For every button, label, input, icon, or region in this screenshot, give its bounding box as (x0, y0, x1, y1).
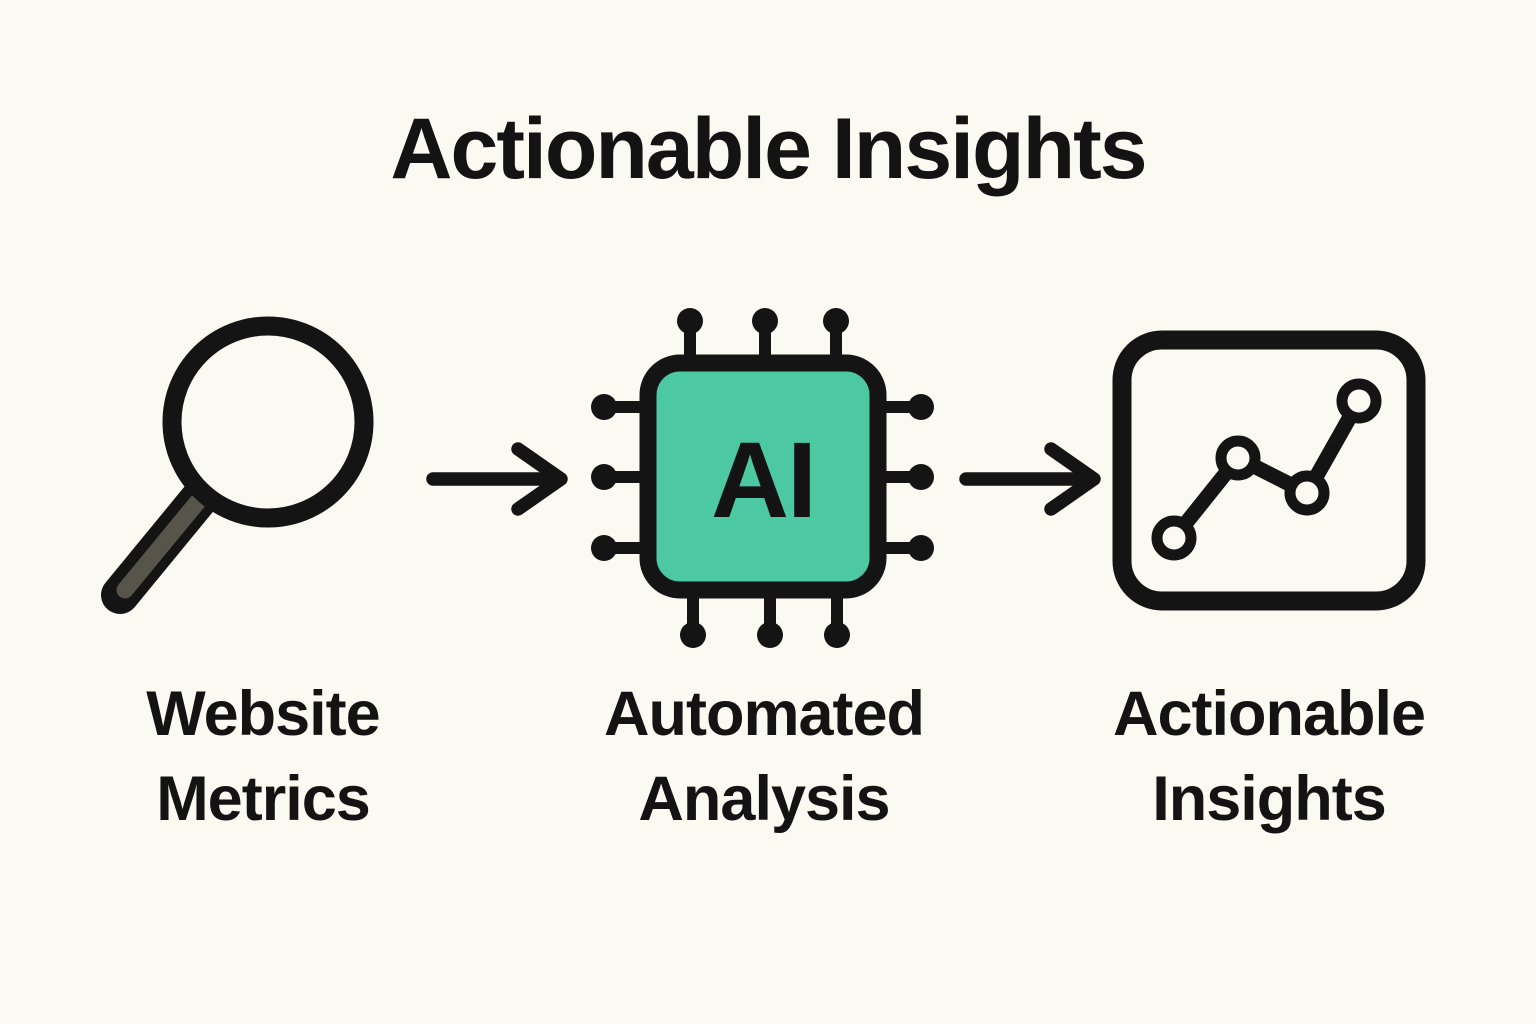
label-line: Analysis (638, 764, 890, 834)
ai-chip-icon: AI (591, 308, 934, 648)
chart-node-dots (1151, 378, 1382, 561)
line-chart-icon (1112, 330, 1426, 611)
chip-ai-label: AI (711, 419, 815, 540)
label-line: Website (146, 679, 380, 749)
label-line: Automated (604, 679, 925, 749)
step-label-automated-analysis: Automated Analysis (604, 672, 925, 842)
step-label-website-metrics: Website Metrics (146, 672, 380, 842)
right-arrow-icon (959, 442, 1101, 516)
label-line: Actionable (1112, 679, 1426, 749)
label-line: Insights (1152, 764, 1387, 834)
page-title: Actionable Insights (390, 101, 1147, 197)
label-line: Metrics (156, 764, 371, 834)
magnifying-glass-icon (101, 316, 374, 614)
step-label-actionable-insights: Actionable Insights (1112, 672, 1426, 842)
right-arrow-icon (426, 442, 568, 516)
